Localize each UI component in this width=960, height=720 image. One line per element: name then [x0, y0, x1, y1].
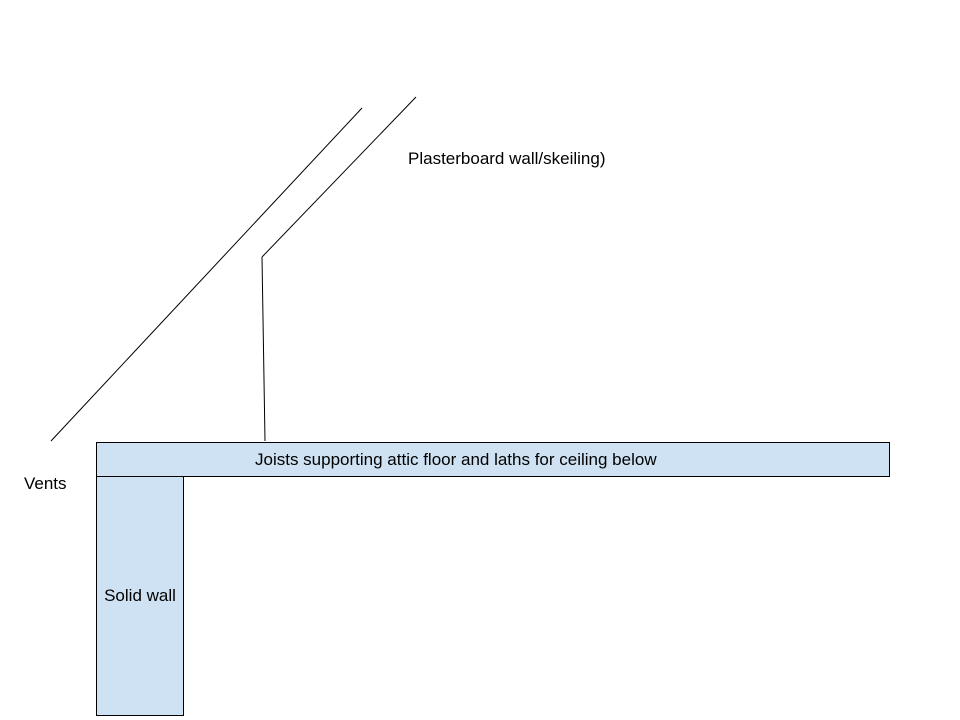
vents-label: Vents [24, 474, 67, 493]
solid-wall-label: Solid wall [104, 586, 176, 605]
solid-wall-box: Solid wall [96, 476, 184, 716]
plasterboard-label: Plasterboard wall/skeiling) [408, 149, 606, 168]
joists-label: Joists supporting attic floor and laths … [255, 449, 657, 469]
roof-rafter-line [50, 107, 363, 442]
knee-wall-line [261, 256, 266, 442]
plasterboard-slope-line [261, 96, 417, 258]
joists-box: Joists supporting attic floor and laths … [96, 442, 890, 477]
